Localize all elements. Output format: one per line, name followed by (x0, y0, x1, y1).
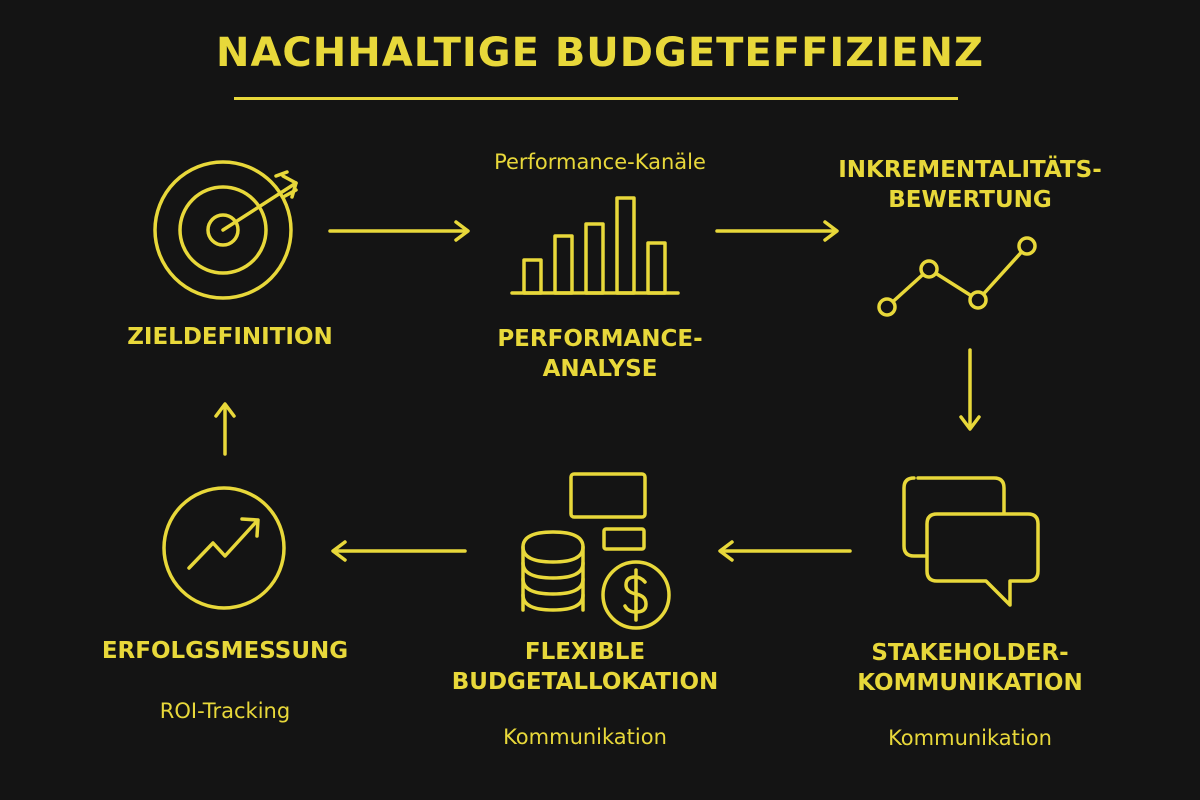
flow-arrow-stakeholder-kommunikation-to-flexible-budgetallokation (718, 540, 852, 562)
step-label-inkrementalitaetsbewertung: INKREMENTALITÄTS- BEWERTUNG (838, 157, 1102, 213)
flow-arrow-erfolgsmessung-to-zieldefinition (214, 402, 236, 456)
title-underline (234, 97, 958, 100)
bar-chart-icon (510, 196, 680, 295)
target-arrow-icon (153, 160, 298, 300)
diagram-title: NACHHALTIGE BUDGETEFFIZIENZ (216, 30, 984, 76)
step-label-performance-analyse: PERFORMANCE- ANALYSE (497, 326, 703, 382)
coins-dollar-icon (521, 472, 671, 630)
step-subtitle-flexible-budgetallokation: Kommunikation (503, 725, 667, 749)
step-label-zieldefinition: ZIELDEFINITION (127, 324, 333, 350)
line-chart-icon (877, 236, 1037, 317)
flow-arrow-flexible-budgetallokation-to-erfolgsmessung (331, 540, 467, 562)
step-subtitle-erfolgsmessung: ROI-Tracking (159, 699, 291, 723)
step-subtitle-performance-analyse: Performance-Kanäle (494, 150, 706, 174)
flow-arrow-zieldefinition-to-performance-analyse (328, 220, 470, 242)
growth-chart-circle-icon (162, 486, 286, 610)
speech-bubbles-icon (902, 476, 1040, 607)
step-label-stakeholder-kommunikation: STAKEHOLDER- KOMMUNIKATION (857, 640, 1083, 696)
step-subtitle-stakeholder-kommunikation: Kommunikation (888, 726, 1052, 750)
flow-arrow-inkrementalitaetsbewertung-to-stakeholder-kommunikation (959, 348, 981, 431)
step-label-erfolgsmessung: ERFOLGSMESSUNG (101, 638, 349, 664)
flow-arrow-performance-analyse-to-inkrementalitaetsbewertung (715, 220, 839, 242)
step-label-flexible-budgetallokation: FLEXIBLE BUDGETALLOKATION (451, 639, 719, 695)
